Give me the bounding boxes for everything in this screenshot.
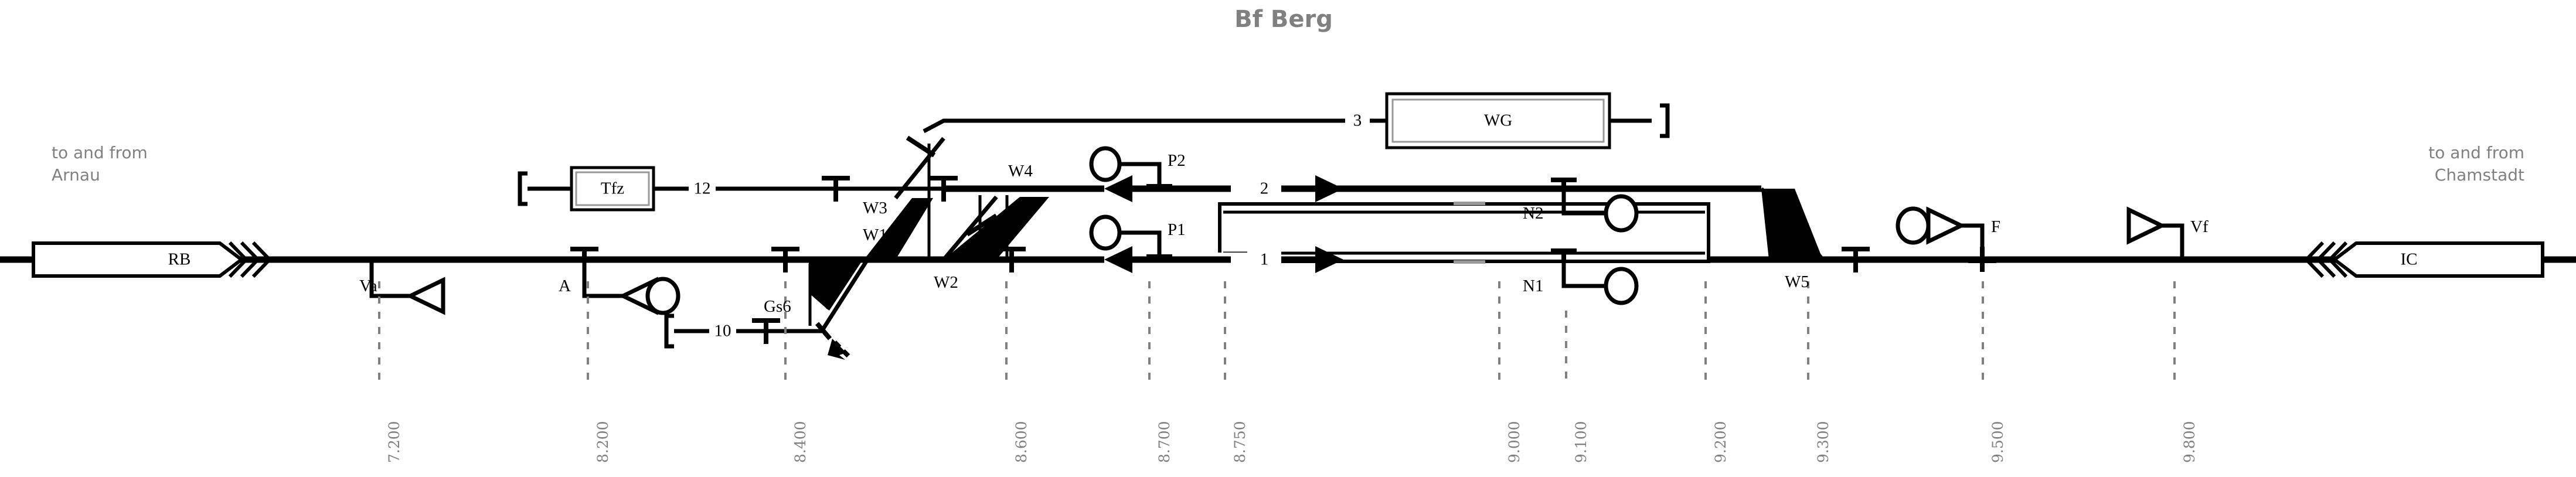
turnout-w3-label: W3 — [863, 199, 887, 217]
signal-va[interactable] — [369, 260, 445, 315]
km-marker: 9.500 — [1989, 421, 2006, 463]
insulated-joint-w5 — [1767, 191, 1798, 213]
signal-p2-label: P2 — [1168, 151, 1186, 170]
km-marker: 9.800 — [2181, 421, 2198, 463]
signal-p2[interactable] — [1089, 146, 1172, 189]
endpoint-right-line2: Chamstadt — [2434, 165, 2524, 185]
direction-arrows-track-2 — [1104, 175, 1343, 202]
track-joint-markers-track-1 — [771, 247, 1870, 272]
page-title: Bf Berg — [1234, 6, 1333, 33]
turnout-w1-label: W1 — [863, 226, 887, 244]
building-tfz-label: Tfz — [600, 179, 625, 198]
derailer-gs6[interactable] — [815, 322, 853, 360]
track-3-number: 3 — [1353, 111, 1362, 130]
signal-va-label: Va — [359, 277, 377, 295]
turnout-w5-label: W5 — [1785, 272, 1809, 291]
km-marker: 8.600 — [1013, 421, 1030, 463]
endpoint-label-right: to and from Chamstadt — [2428, 142, 2524, 186]
km-marker: 7.200 — [386, 421, 403, 463]
signal-p1-label: P1 — [1168, 220, 1186, 239]
km-marker: 8.400 — [792, 421, 809, 463]
turnout-w2[interactable] — [942, 195, 1049, 261]
endpoint-right-line1: to and from — [2428, 143, 2524, 162]
signal-vf-label: Vf — [2190, 217, 2209, 236]
km-marker: 9.300 — [1815, 421, 1832, 463]
track-2-number: 2 — [1260, 179, 1269, 198]
km-marker: 8.200 — [594, 421, 611, 463]
train-arrow-ic — [2303, 241, 2544, 278]
insulated-joint-w3 — [906, 135, 936, 158]
endpoint-left-line1: to and from — [52, 143, 148, 162]
km-leader-lines — [378, 281, 2176, 387]
km-marker: 9.200 — [1712, 421, 1729, 463]
signal-f[interactable] — [1896, 206, 1996, 272]
km-marker: 8.750 — [1231, 421, 1248, 463]
signal-p1[interactable] — [1089, 214, 1172, 260]
signal-a-label: A — [559, 277, 571, 295]
building-tfz — [570, 166, 655, 212]
train-rb-label: RB — [168, 250, 191, 269]
endpoint-left-line2: Arnau — [52, 165, 100, 185]
signal-n2-label: N2 — [1523, 204, 1544, 223]
signal-f-label: F — [1991, 217, 2001, 236]
turnout-w5[interactable] — [1760, 187, 1825, 261]
building-wg — [1385, 92, 1611, 149]
signal-n1-label: N1 — [1523, 277, 1544, 295]
turnout-w1[interactable] — [808, 258, 869, 332]
km-marker: 9.100 — [1573, 421, 1590, 463]
signal-n2[interactable] — [1551, 178, 1639, 233]
track-10-number: 10 — [714, 321, 731, 340]
buffer-stop-track-3 — [1660, 105, 1668, 136]
endpoint-label-left: to and from Arnau — [52, 142, 148, 186]
km-marker: 9.000 — [1506, 421, 1523, 463]
train-arrow-rb — [32, 241, 273, 278]
insulated-joint-w2 — [965, 213, 998, 237]
track-12-number: 12 — [693, 179, 711, 198]
signal-vf[interactable] — [2126, 206, 2184, 260]
track-joint-marker-track-10 — [752, 318, 780, 344]
signal-a[interactable] — [570, 247, 680, 315]
turnout-w4-label: W4 — [1008, 162, 1033, 180]
direction-arrows-track-1 — [1104, 246, 1343, 273]
building-wg-label: WG — [1483, 111, 1513, 130]
turnout-w2-label: W2 — [934, 273, 958, 292]
buffer-stop-track-12 — [520, 173, 528, 204]
km-marker: 8.700 — [1156, 421, 1173, 463]
derailer-gs6-label: Gs6 — [764, 297, 791, 316]
track-1-number: 1 — [1260, 250, 1269, 269]
turnout-w3[interactable] — [864, 118, 992, 260]
track-joint-marker-track-12 — [822, 176, 850, 202]
signal-n1[interactable] — [1551, 248, 1639, 305]
train-ic-label: IC — [2400, 250, 2418, 269]
buffer-stop-track-10 — [666, 316, 674, 346]
